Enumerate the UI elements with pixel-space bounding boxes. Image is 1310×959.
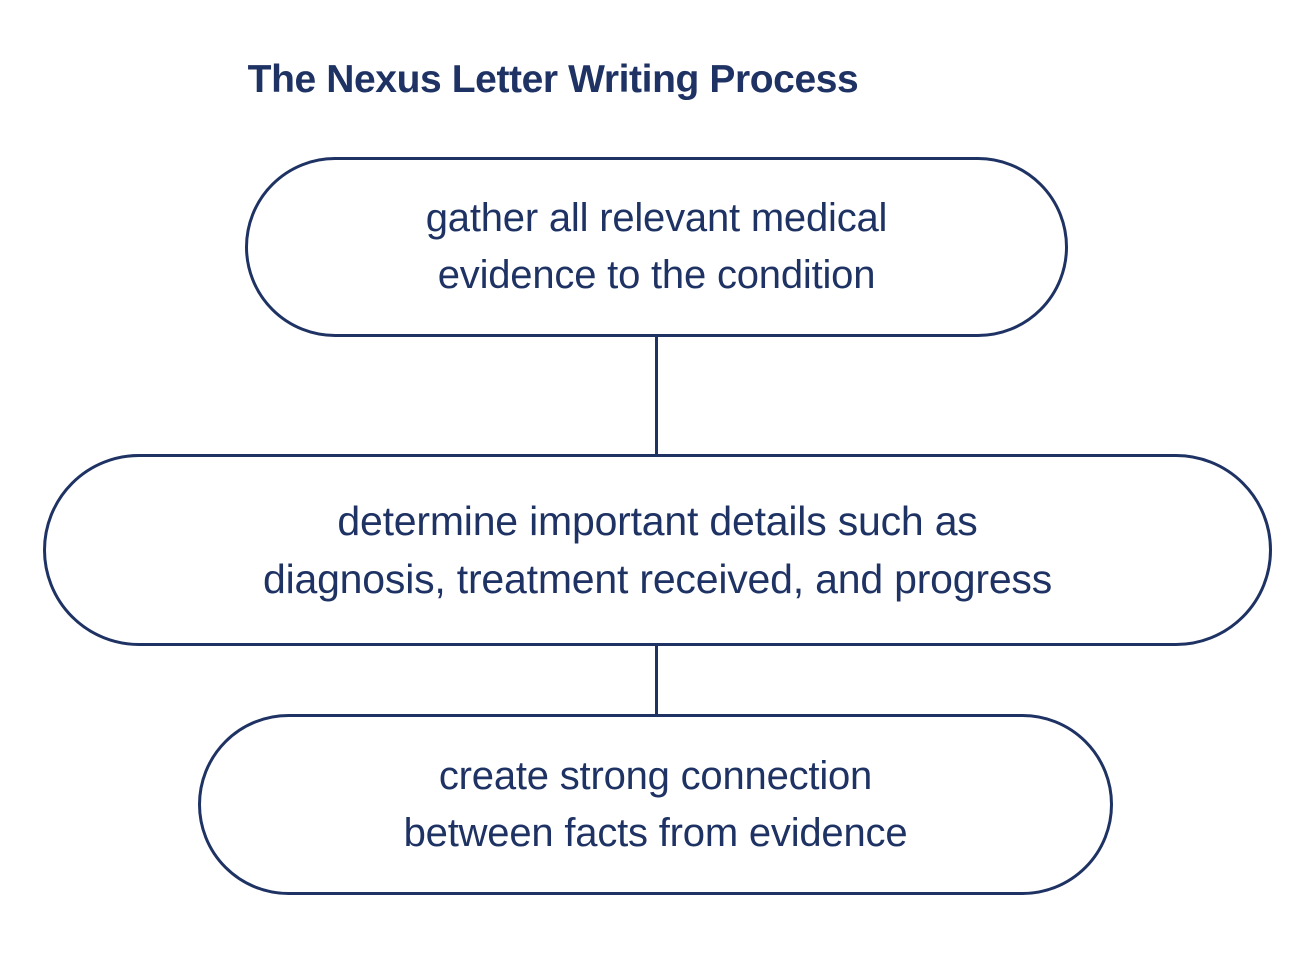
flow-node-gather-evidence[interactable]: gather all relevant medical evidence to … bbox=[245, 157, 1068, 337]
connector-gather-to-determine bbox=[655, 334, 658, 456]
flow-node-create-connection[interactable]: create strong connection between facts f… bbox=[198, 714, 1113, 895]
flow-node-label: determine important details such as diag… bbox=[262, 497, 1053, 602]
connector-determine-to-create bbox=[655, 643, 658, 716]
flow-node-label: create strong connection between facts f… bbox=[403, 753, 908, 855]
flow-node-label: gather all relevant medical evidence to … bbox=[425, 196, 888, 297]
page-title: The Nexus Letter Writing Process bbox=[247, 58, 859, 101]
flow-node-determine-details[interactable]: determine important details such as diag… bbox=[43, 454, 1272, 646]
